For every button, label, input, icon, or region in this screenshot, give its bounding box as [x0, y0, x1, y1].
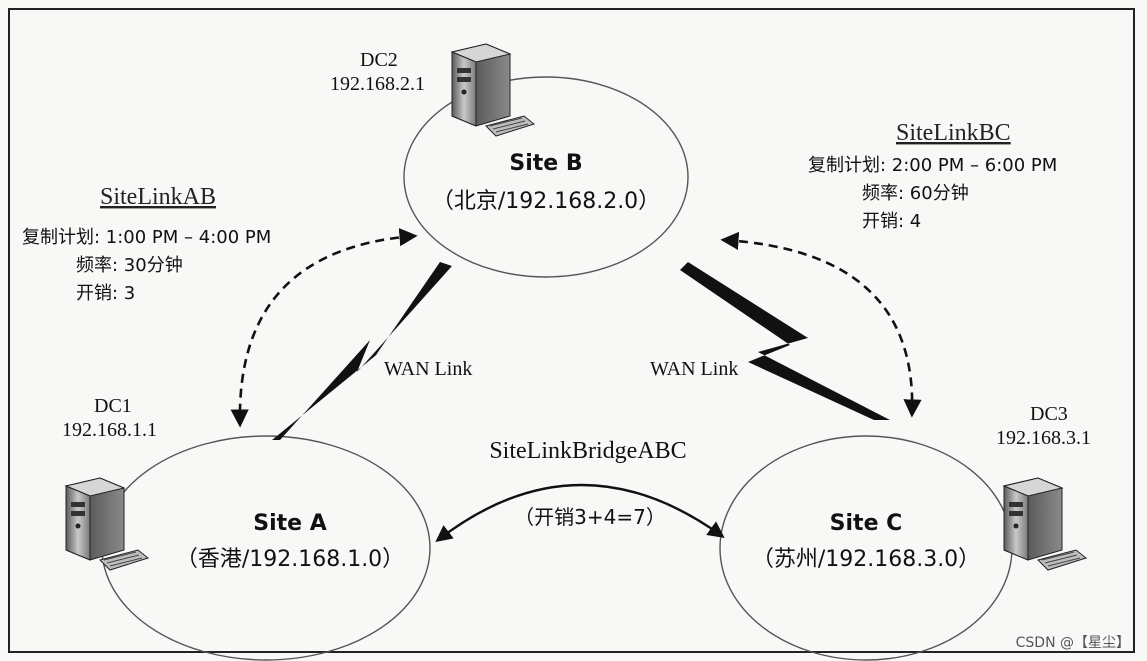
bridge-title: SiteLinkBridgeABC [489, 438, 686, 464]
dc1-ip: 192.168.1.1 [62, 419, 157, 441]
dc2-server-icon [451, 43, 535, 137]
wan-link-right-bolt [680, 262, 890, 420]
wan-link-left-label: WAN Link [384, 358, 472, 380]
dc2-ip: 192.168.2.1 [330, 73, 425, 95]
sitelink-ab-cost: 开销: 3 [76, 283, 135, 304]
sitelink-bc-cost: 开销: 4 [862, 211, 921, 232]
site-c-name: Site C [830, 511, 903, 536]
site-a-name: Site A [253, 511, 327, 536]
dc3-server-icon [1003, 477, 1087, 571]
site-a-subnet: （香港/192.168.1.0） [176, 547, 404, 572]
sitelink-ab-frequency: 频率: 30分钟 [76, 255, 183, 276]
sitelink-bc-schedule: 复制计划: 2:00 PM – 6:00 PM [808, 155, 1057, 176]
dc1-name: DC1 [94, 395, 132, 417]
sitelink-bc-title: SiteLinkBC [896, 120, 1011, 146]
bridge-cost: （开销3+4=7） [514, 505, 666, 529]
site-b-ellipse [403, 76, 689, 278]
sitelink-ab-arrow [230, 228, 418, 428]
site-c-subnet: （苏州/192.168.3.0） [752, 547, 980, 572]
dc1-server-icon [65, 477, 149, 571]
sitelink-bc-arrow [720, 231, 922, 418]
watermark: CSDN @【星尘】 [1016, 635, 1130, 651]
site-b-name: Site B [509, 151, 582, 176]
dc3-ip: 192.168.3.1 [996, 427, 1091, 449]
site-b-subnet: （北京/192.168.2.0） [432, 189, 660, 214]
sitelink-ab-title: SiteLinkAB [100, 184, 216, 210]
dc3-name: DC3 [1030, 403, 1068, 425]
diagram-border [8, 8, 1135, 653]
bridge-arrow [435, 483, 725, 543]
wan-link-left-bolt [272, 262, 452, 440]
sitelink-bc-frequency: 频率: 60分钟 [862, 183, 969, 204]
wan-link-right-label: WAN Link [650, 358, 738, 380]
dc2-name: DC2 [360, 49, 398, 71]
sitelink-ab-schedule: 复制计划: 1:00 PM – 4:00 PM [22, 227, 271, 248]
